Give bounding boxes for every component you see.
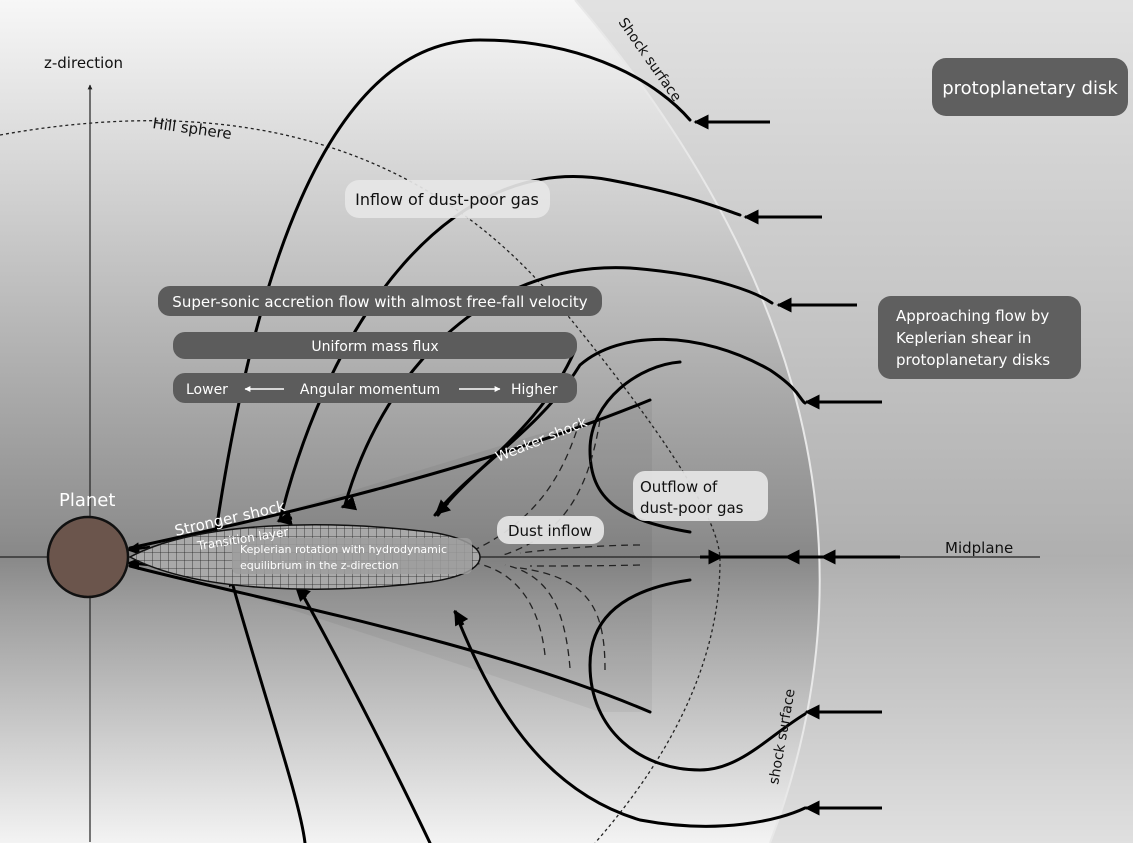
angular-lower-text: Lower — [186, 382, 228, 398]
z-direction-label: z-direction — [44, 54, 123, 72]
flow-arrowhead-9 — [453, 609, 469, 627]
keplerian-label-line1: Keplerian rotation with hydrodynamic — [240, 543, 447, 556]
approaching-flow-line3: protoplanetary disks — [896, 351, 1050, 369]
flow-line-lower-2 — [298, 588, 432, 843]
keplerian-label-line2: equilibrium in the z-direction — [240, 559, 399, 572]
angular-higher-text: Higher — [511, 382, 558, 398]
uniform-mass-flux-text: Uniform mass flux — [311, 339, 438, 355]
dust-flow-upper-1 — [469, 419, 581, 553]
angular-momentum-text: Angular momentum — [300, 382, 440, 398]
outflow-line2: dust-poor gas — [640, 499, 744, 517]
shock-region — [575, 0, 1133, 843]
keplerian-label-backdrop — [232, 538, 472, 574]
outflow-loop-upper — [588, 360, 692, 534]
dust-inflow-text: Dust inflow — [508, 522, 592, 540]
protoplanetary-disk-text: protoplanetary disk — [942, 78, 1118, 99]
flow-line-3 — [343, 266, 774, 507]
flow-arrowhead-2 — [276, 510, 293, 526]
approaching-flow-line1: Approaching flow by — [896, 307, 1049, 325]
flow-arrowhead-3 — [340, 495, 358, 511]
dust-flow-lower-4 — [529, 564, 641, 567]
approaching-flow-line2: Keplerian shear in — [896, 329, 1031, 347]
planet-body — [46, 515, 130, 599]
dust-flow-lower-2 — [504, 564, 571, 669]
flow-arrowhead-4 — [434, 499, 452, 516]
dust-inflow-box — [497, 516, 604, 544]
inflow-dust-poor-text: Inflow of dust-poor gas — [355, 190, 539, 209]
outflow-line1: Outflow of — [640, 478, 718, 496]
approaching-flow-box — [878, 296, 1081, 379]
dust-flow-lower-1 — [469, 561, 546, 656]
lower-shock-line — [128, 564, 652, 714]
flow-line-lower-1 — [228, 573, 307, 843]
outflow-loop-lower — [588, 578, 807, 772]
outflow-dust-poor-box — [633, 471, 768, 521]
uniform-mass-flux-box — [173, 332, 577, 359]
supersonic-box — [158, 286, 602, 316]
dust-flow-upper-2 — [499, 419, 601, 557]
weaker-shock-line — [128, 398, 652, 550]
inflow-dust-poor-box — [345, 180, 550, 218]
shock-surface-edge — [574, 0, 821, 843]
planet-label: Planet — [59, 490, 115, 511]
supersonic-text: Super-sonic accretion flow with almost f… — [172, 293, 588, 311]
dust-flow-lower-3 — [519, 567, 606, 671]
angular-momentum-box — [173, 373, 577, 403]
flow-arrowhead-5 — [126, 542, 151, 555]
flow-line-lower-3 — [453, 610, 807, 828]
protoplanetary-disk-box — [932, 58, 1128, 116]
midplane-label: Midplane — [945, 539, 1013, 557]
